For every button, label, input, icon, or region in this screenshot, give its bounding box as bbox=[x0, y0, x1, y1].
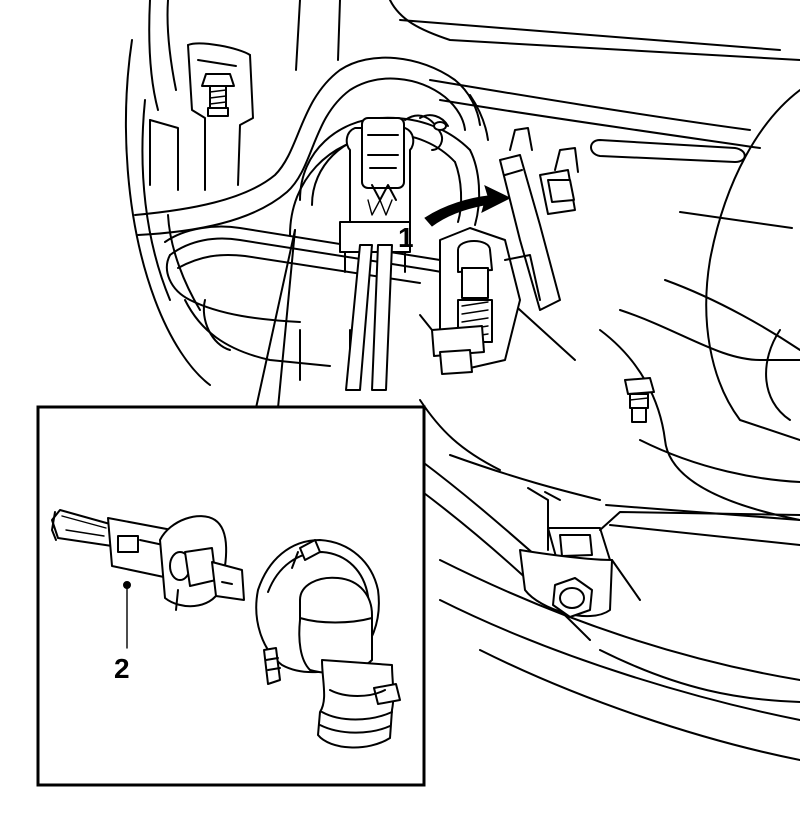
retaining-clip-assembly bbox=[420, 128, 578, 374]
callout-label-1: 1 bbox=[398, 222, 414, 253]
lower-right-bracket bbox=[520, 488, 800, 617]
bulb-callout-leader bbox=[124, 582, 131, 649]
callout-label-2: 2 bbox=[114, 653, 130, 684]
bulb-socket-connector bbox=[256, 540, 400, 747]
bulb-connector-plug bbox=[340, 115, 448, 390]
h1-bulb-illustration bbox=[52, 510, 244, 610]
upper-left-bracket bbox=[150, 43, 253, 190]
wiring-harness bbox=[135, 58, 488, 235]
right-bolt bbox=[625, 378, 654, 422]
inset-leader-line bbox=[256, 230, 295, 408]
curved-arrow-icon bbox=[425, 186, 510, 226]
